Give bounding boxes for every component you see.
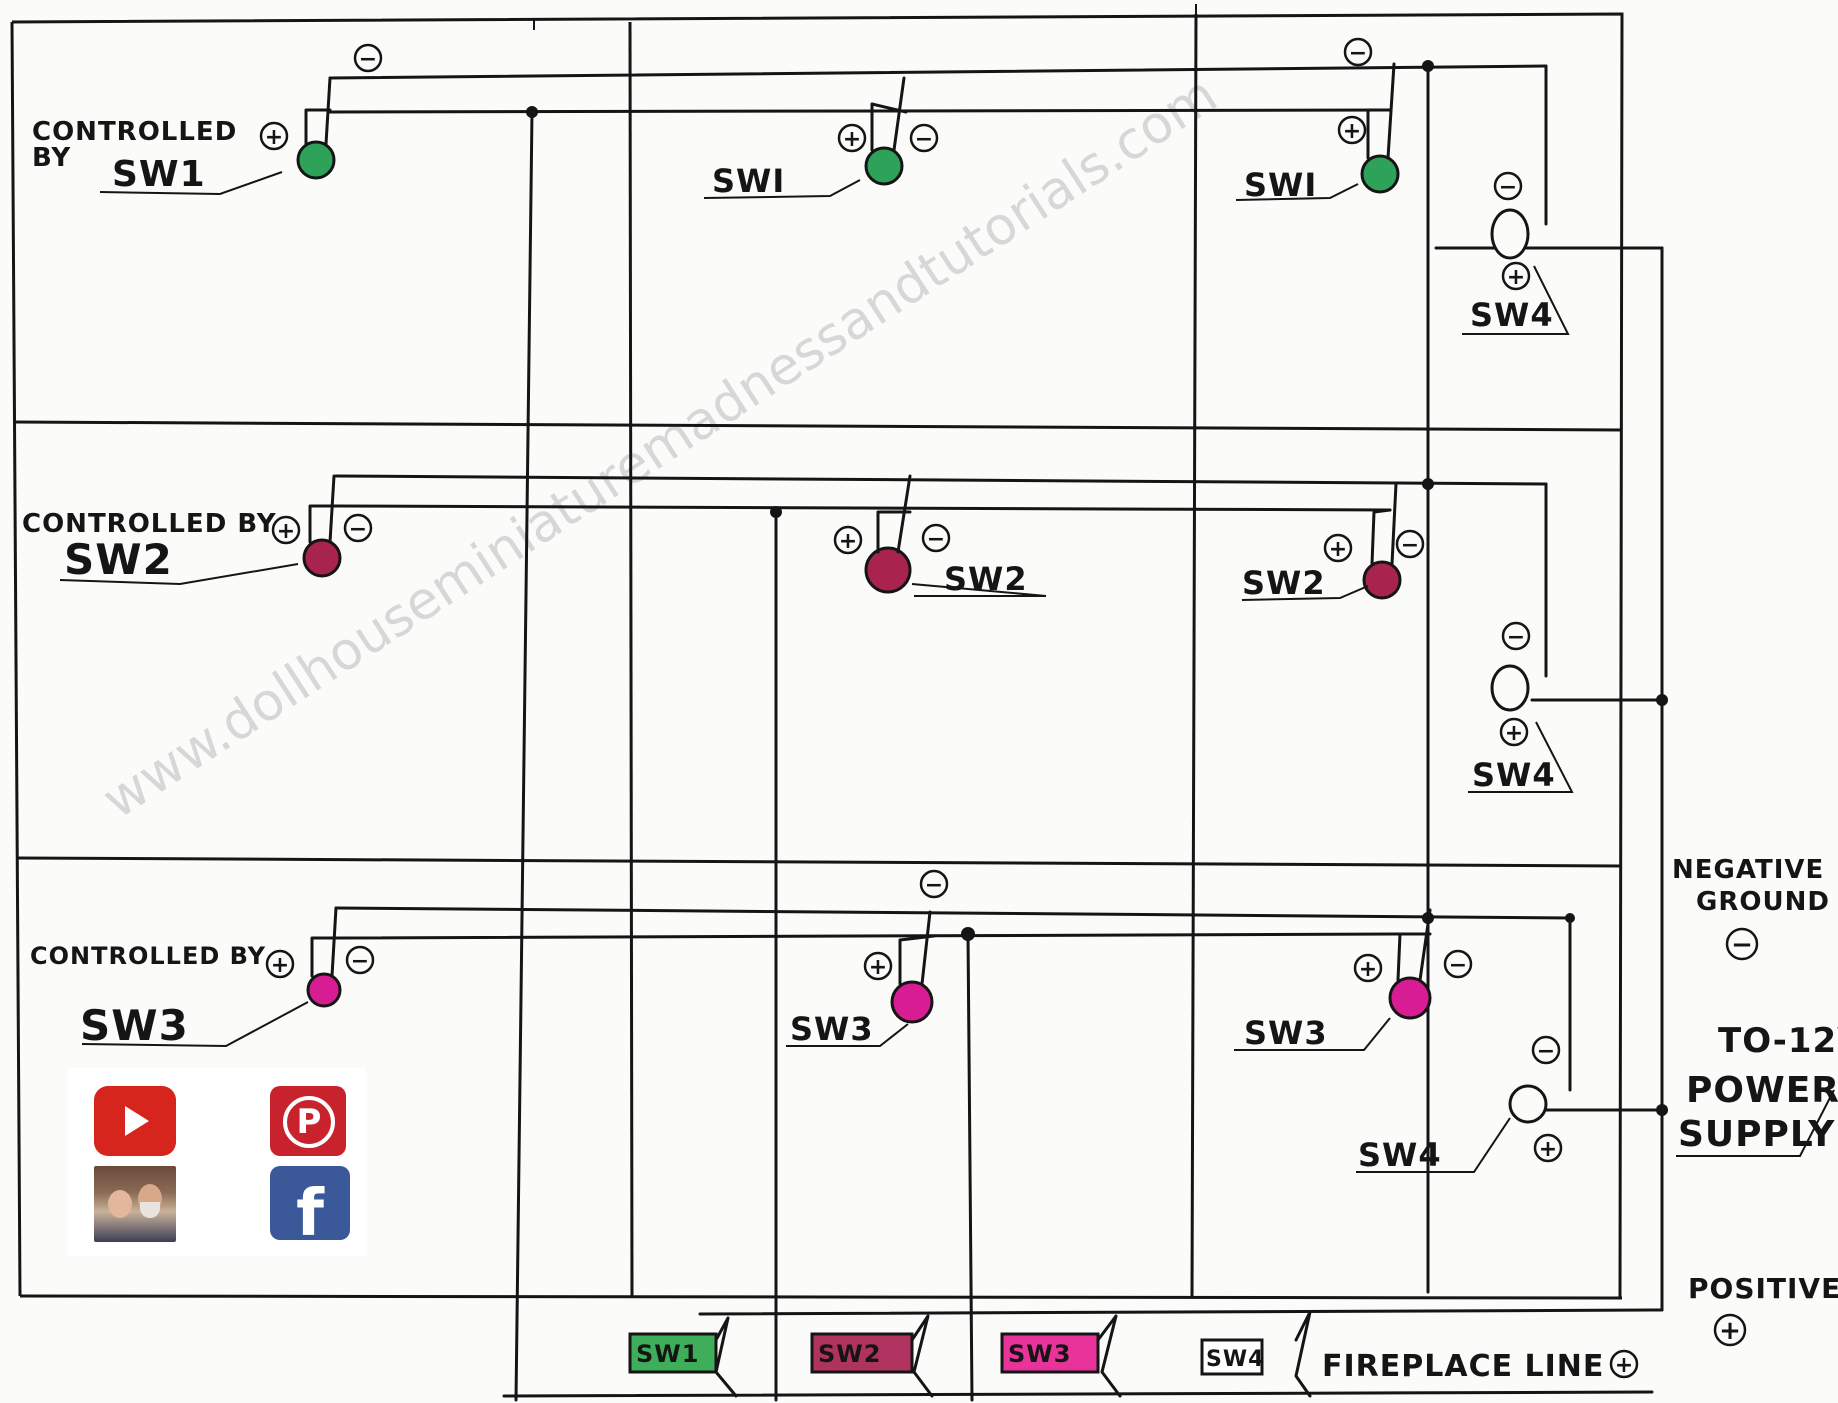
junctions <box>526 60 1668 1116</box>
sw3-label-middle: SW3 <box>790 1010 874 1048</box>
to-12v-label: TO-12V <box>1718 1021 1838 1061</box>
controlled-by-sw2-switch: SW2 <box>64 535 173 584</box>
bulb-leads <box>304 62 1432 986</box>
sw1-label-middle: SWI <box>712 162 785 200</box>
svg-text:−: − <box>1731 930 1753 960</box>
svg-text:+: + <box>271 953 289 978</box>
controlled-by-sw1-line2: BY <box>32 143 71 173</box>
sw4-label-top: SW4 <box>1470 296 1554 334</box>
supply-label: SUPPLY <box>1678 1114 1835 1155</box>
power-label: POWER <box>1686 1070 1838 1111</box>
facebook-icon[interactable]: f <box>270 1166 350 1246</box>
svg-text:SW2: SW2 <box>818 1340 881 1368</box>
negative-ground-line1: NEGATIVE <box>1672 855 1824 885</box>
svg-text:+: + <box>1539 1137 1557 1162</box>
sw1-label-right: SWI <box>1244 166 1317 204</box>
positive-label: POSITIVE <box>1688 1272 1838 1305</box>
pinterest-icon[interactable]: P <box>270 1086 346 1156</box>
controlled-by-sw1-switch: SW1 <box>112 154 206 195</box>
sw4-label-middle: SW4 <box>1472 756 1556 794</box>
facebook-glyph: f <box>296 1177 324 1251</box>
svg-text:+: + <box>265 125 283 150</box>
label-pointers <box>59 171 1835 1173</box>
svg-text:+: + <box>839 529 857 554</box>
controlled-by-sw3-switch: SW3 <box>80 1001 189 1050</box>
youtube-icon[interactable] <box>94 1086 176 1156</box>
svg-text:+: + <box>277 519 295 544</box>
avatar-face-left <box>108 1190 132 1218</box>
switch-box-sw3[interactable]: SW3 <box>1000 1314 1122 1398</box>
svg-text:+: + <box>843 127 861 152</box>
svg-text:+: + <box>1505 721 1523 746</box>
svg-text:−: − <box>1537 1039 1555 1064</box>
svg-text:−: − <box>915 127 933 152</box>
svg-text:−: − <box>351 949 369 974</box>
svg-text:−: − <box>1349 41 1367 66</box>
bulbs <box>296 140 1548 1124</box>
svg-text:−: − <box>1449 953 1467 978</box>
svg-text:SW4: SW4 <box>1206 1347 1264 1372</box>
switch-box-sw4[interactable]: SW4 <box>1200 1310 1312 1398</box>
svg-text:+: + <box>1507 265 1525 290</box>
supply-wires <box>328 64 1664 1402</box>
svg-text:−: − <box>1499 175 1517 200</box>
svg-text:−: − <box>927 527 945 552</box>
controlled-by-sw1-line1: CONTROLLED <box>32 117 237 147</box>
sw4-label-bottom: SW4 <box>1358 1136 1442 1174</box>
controlled-by-sw2: CONTROLLED BY <box>22 509 277 539</box>
social-links-panel: P f <box>68 1068 366 1256</box>
controlled-by-sw3: CONTROLLED BY <box>30 942 266 970</box>
svg-text:+: + <box>869 955 887 980</box>
svg-text:−: − <box>349 517 367 542</box>
sw2-label-middle: SW2 <box>944 560 1028 598</box>
sw3-label-right: SW3 <box>1244 1014 1328 1052</box>
profile-photo[interactable] <box>94 1166 176 1242</box>
svg-text:+: + <box>1359 957 1377 982</box>
svg-text:−: − <box>1401 533 1419 558</box>
sw2-label-right: SW2 <box>1242 564 1326 602</box>
avatar-beard <box>140 1202 160 1218</box>
negative-ground-line2: GROUND <box>1696 887 1830 917</box>
svg-text:SW1: SW1 <box>636 1340 699 1368</box>
svg-text:−: − <box>359 47 377 72</box>
polarity-marks: − + + − − + − + + − + − + − − + + − − + … <box>259 37 1759 1379</box>
house-outline <box>10 4 1624 1300</box>
svg-text:+: + <box>1329 537 1347 562</box>
svg-text:−: − <box>1507 625 1525 650</box>
svg-text:+: + <box>1343 119 1361 144</box>
svg-text:SW3: SW3 <box>1008 1340 1071 1368</box>
pinterest-glyph: P <box>283 1096 335 1148</box>
svg-text:−: − <box>925 873 943 898</box>
fireplace-line-label: FIREPLACE LINE <box>1322 1349 1604 1384</box>
switch-box-sw2[interactable]: SW2 <box>810 1314 934 1398</box>
switch-box-sw1[interactable]: SW1 <box>628 1316 738 1398</box>
svg-text:+: + <box>1615 1353 1633 1378</box>
svg-text:+: + <box>1719 1316 1741 1346</box>
